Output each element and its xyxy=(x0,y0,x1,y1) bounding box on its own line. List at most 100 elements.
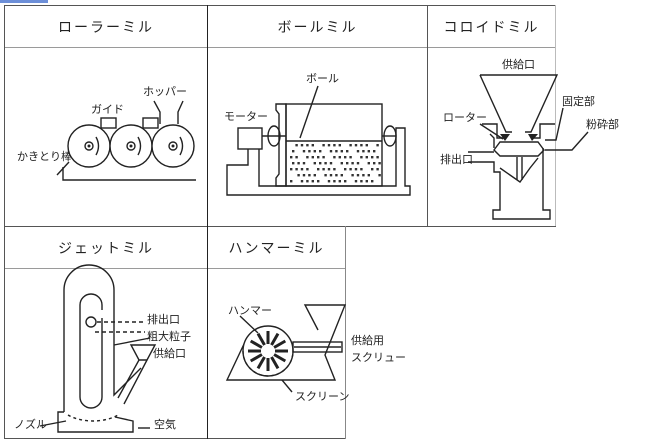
label-screw-2: スクリュー xyxy=(351,351,406,364)
ball xyxy=(297,162,300,165)
grid-line-bottom xyxy=(4,438,346,439)
label-stator: 固定部 xyxy=(562,94,595,108)
ball xyxy=(340,150,343,153)
label-scraper: かきとり棒 xyxy=(17,149,72,163)
hammer-blade xyxy=(270,332,280,346)
ball xyxy=(365,180,368,183)
ball xyxy=(329,162,333,165)
grid-line-middle xyxy=(4,226,556,227)
ball xyxy=(338,180,341,183)
jet-mill-title: ジェットミル xyxy=(5,227,207,269)
grid-line-top xyxy=(4,5,556,6)
ball xyxy=(327,168,331,171)
hammer-blade xyxy=(256,356,266,370)
ball xyxy=(362,174,365,177)
ball xyxy=(324,174,327,177)
hammer-blades xyxy=(248,331,288,371)
ball xyxy=(356,150,360,153)
ball xyxy=(324,162,327,165)
ball xyxy=(300,168,304,171)
roller-mill-diagram: ホッパー ガイド かきとり棒 xyxy=(17,85,196,181)
ball xyxy=(367,162,370,165)
ball xyxy=(344,180,347,183)
hammer-blade xyxy=(273,353,287,363)
ball xyxy=(317,168,320,171)
ball xyxy=(311,180,314,183)
ball xyxy=(349,168,352,171)
ball xyxy=(333,156,336,159)
ball xyxy=(327,180,331,183)
hammer-blade xyxy=(249,353,263,363)
label-hammer: ハンマー xyxy=(228,304,272,317)
ball xyxy=(300,144,304,147)
ball xyxy=(311,156,314,159)
ball xyxy=(356,162,360,165)
ball xyxy=(349,144,352,147)
jet-mill-diagram: 排出口 粗大粒子 供給口 ノズル 空気 xyxy=(14,264,191,433)
ball xyxy=(360,180,363,183)
ball xyxy=(356,174,360,177)
ball xyxy=(295,156,298,159)
grid-line-v3 xyxy=(345,226,346,439)
ball xyxy=(354,144,358,147)
ball xyxy=(322,168,325,171)
hammer-blade xyxy=(256,332,266,346)
ball xyxy=(306,144,309,147)
ball xyxy=(360,144,363,147)
ball xyxy=(290,168,293,171)
ball xyxy=(335,150,338,153)
ball xyxy=(327,144,331,147)
grid-line-v2 xyxy=(427,5,428,227)
ball xyxy=(338,144,341,147)
label-screen: スクリーン xyxy=(295,390,349,403)
ball xyxy=(365,144,368,147)
roller-mill-title: ローラーミル xyxy=(5,6,207,48)
ball xyxy=(360,168,363,171)
label-air: 空気 xyxy=(154,417,176,431)
ball xyxy=(371,180,374,183)
cell-hammer-mill: ハンマーミル xyxy=(208,227,345,438)
ball xyxy=(297,174,300,177)
ball xyxy=(354,168,358,171)
label-motor: モーター xyxy=(224,110,268,123)
ball xyxy=(322,156,325,159)
hammer-mill-title: ハンマーミル xyxy=(208,227,345,269)
motor-box xyxy=(237,127,263,150)
grid-line-right xyxy=(555,5,556,227)
cell-ball-mill: ボールミル ボール モーター xyxy=(208,6,427,226)
ball xyxy=(365,156,368,159)
label-coarse: 粗大粒子 xyxy=(147,329,191,343)
ball xyxy=(349,156,352,159)
ball xyxy=(300,180,304,183)
ball xyxy=(302,174,306,177)
colloid-mill-title: コロイドミル xyxy=(428,6,555,48)
ball-mill-title: ボールミル xyxy=(208,6,427,48)
ball xyxy=(292,162,295,165)
ball xyxy=(340,162,343,165)
ball xyxy=(338,156,341,159)
ball xyxy=(313,162,316,165)
cell-roller-mill: ローラーミル ホッパー ガイド かきとり棒 xyxy=(5,6,207,226)
label-grinding: 粉砕部 xyxy=(586,117,619,131)
ball xyxy=(319,162,322,165)
ball xyxy=(376,144,379,147)
balls-pattern xyxy=(290,144,381,183)
ball xyxy=(322,144,325,147)
colloid-mill-diagram: 供給口 固定部 ローター 粉砕部 排出口 xyxy=(440,57,619,220)
label-inlet: 供給口 xyxy=(502,57,535,71)
ball xyxy=(335,174,338,177)
cell-colloid-mill: コロイドミル xyxy=(428,6,555,226)
ball xyxy=(344,156,347,159)
ball xyxy=(333,168,336,171)
ball xyxy=(346,162,349,165)
ball xyxy=(333,180,336,183)
ball xyxy=(302,162,306,165)
ball xyxy=(360,156,363,159)
label-screw-1: 供給用 xyxy=(351,333,384,347)
ball xyxy=(354,180,358,183)
guide-2 xyxy=(142,117,159,129)
ball xyxy=(329,174,333,177)
ball xyxy=(313,174,316,177)
ball xyxy=(313,150,316,153)
ball xyxy=(290,156,293,159)
